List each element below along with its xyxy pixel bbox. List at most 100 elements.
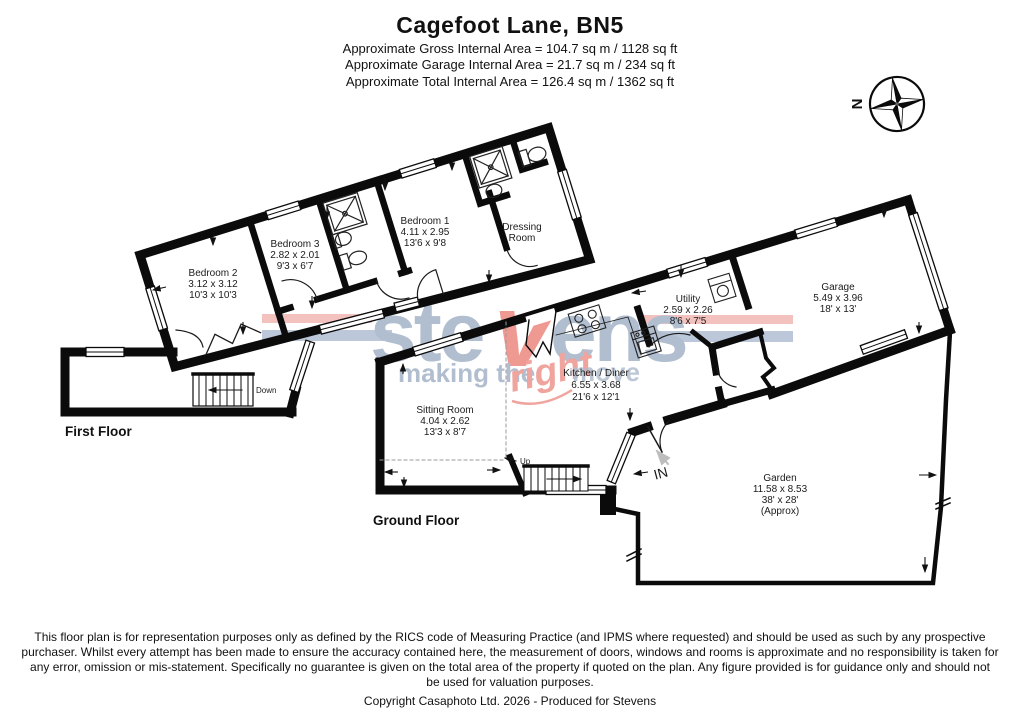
toilet-icon <box>338 250 368 271</box>
room-label-bedroom1: Bedroom 1 4.11 x 2.95 13'6 x 9'8 <box>401 216 450 249</box>
ground-floor-title: Ground Floor <box>373 513 460 528</box>
svg-text:Garden: Garden <box>763 473 796 484</box>
room-label-utility: Utility 2.59 x 2.26 8'6 x 7'5 <box>663 294 713 327</box>
ground-floor-labels: Sitting Room 4.04 x 2.62 13'3 x 8'7 Kitc… <box>416 282 863 517</box>
entrance-in-label: IN <box>652 464 670 483</box>
watermark-tagline-making: making the <box>398 358 535 388</box>
entrance-in-arrow <box>655 449 671 466</box>
compass-north-label: N <box>849 99 866 110</box>
room-label-sitting-room: Sitting Room 4.04 x 2.62 13'3 x 8'7 <box>416 405 473 438</box>
svg-text:3.12 x 3.12: 3.12 x 3.12 <box>188 279 238 290</box>
svg-text:8'6 x 7'5: 8'6 x 7'5 <box>670 316 707 327</box>
room-divider-dashed <box>379 321 507 461</box>
kitchen-fixtures <box>555 304 662 359</box>
room-label-garden: Garden 11.58 x 8.53 38' x 28' (Approx) <box>753 473 808 517</box>
garage-area-line: Approximate Garage Internal Area = 21.7 … <box>345 57 675 73</box>
svg-text:4.04 x 2.62: 4.04 x 2.62 <box>420 416 470 427</box>
svg-text:13'6 x 9'8: 13'6 x 9'8 <box>404 238 447 249</box>
first-floor-windows <box>145 158 582 335</box>
first-floor-door-arcs <box>281 248 538 304</box>
compass-rose: N <box>849 75 926 133</box>
watermark-bar-pink-right <box>640 315 793 324</box>
kitchen-folding-door <box>525 307 558 359</box>
bedroom2-door-arc <box>175 329 204 348</box>
svg-text:Bedroom 2: Bedroom 2 <box>189 268 238 279</box>
svg-text:6.55 x 3.68: 6.55 x 3.68 <box>571 380 621 391</box>
first-floor-title: First Floor <box>65 424 132 439</box>
gross-area-line: Approximate Gross Internal Area = 104.7 … <box>342 40 678 56</box>
lobby-door-arc <box>648 332 691 348</box>
svg-text:21'6 x 12'1: 21'6 x 12'1 <box>572 392 620 403</box>
first-floor-plan: Down Bedroom 2 3.12 x 3.12 10'3 x 10'3 B… <box>60 122 596 439</box>
watermark-bar-blue-left <box>262 330 392 341</box>
svg-text:Garage: Garage <box>821 282 855 293</box>
svg-text:Bedroom 3: Bedroom 3 <box>271 239 320 250</box>
svg-text:4.11 x 2.95: 4.11 x 2.95 <box>401 227 450 238</box>
room-label-bedroom3: Bedroom 3 2.82 x 2.01 9'3 x 6'7 <box>270 239 320 272</box>
copyright-line: Copyright Casaphoto Ltd. 2026 - Produced… <box>363 694 657 708</box>
sink-icon <box>330 231 352 250</box>
svg-text:9'3 x 6'7: 9'3 x 6'7 <box>277 261 314 272</box>
svg-text:Bedroom 1: Bedroom 1 <box>401 216 450 227</box>
garden-boundary <box>607 329 953 586</box>
svg-text:10'3 x 10'3: 10'3 x 10'3 <box>189 290 237 301</box>
shower-icon <box>468 145 513 189</box>
room-label-dressing-room: Dressing Room <box>502 222 541 244</box>
compass-star-icon <box>871 78 923 130</box>
stairs-up <box>503 453 590 497</box>
svg-text:2.59 x 2.26: 2.59 x 2.26 <box>663 305 713 316</box>
floor-fills <box>65 125 950 490</box>
landing-window <box>288 339 316 394</box>
watermark-bar-blue-right <box>640 331 793 342</box>
svg-text:38' x 28': 38' x 28' <box>762 495 799 506</box>
page-title: Cagefoot Lane, BN5 <box>396 12 624 38</box>
ground-floor-windows <box>411 211 949 496</box>
stove-icon <box>567 304 607 338</box>
room-label-garage: Garage 5.49 x 3.96 18' x 13' <box>813 282 863 315</box>
first-floor-landing: Down <box>60 329 316 419</box>
watermark-right-underline <box>511 388 573 406</box>
disclaimer-line: purchaser. Whilst every attempt has been… <box>21 645 999 659</box>
porch-walls <box>689 327 777 409</box>
svg-text:13'3 x 8'7: 13'3 x 8'7 <box>424 427 467 438</box>
svg-text:11.58 x 8.53: 11.58 x 8.53 <box>753 484 808 495</box>
svg-text:Room: Room <box>509 233 536 244</box>
survey-arrows <box>151 158 938 574</box>
stairs-down <box>191 372 255 407</box>
svg-text:2.82 x 2.01: 2.82 x 2.01 <box>270 250 320 261</box>
ensuite-fixtures <box>468 145 547 199</box>
svg-text:5.49 x 3.96: 5.49 x 3.96 <box>813 293 863 304</box>
sink-icon <box>485 183 503 199</box>
wardrobe-zigzag <box>205 323 262 355</box>
entrance-door <box>646 420 670 454</box>
header: Cagefoot Lane, BN5 Approximate Gross Int… <box>0 12 1020 89</box>
compass-circle <box>868 75 926 133</box>
disclaimer-line: any error, omission or mis-statement. Sp… <box>30 660 990 674</box>
svg-text:Sitting Room: Sitting Room <box>416 405 473 416</box>
first-floor-labels: Bedroom 2 3.12 x 3.12 10'3 x 10'3 Bedroo… <box>188 216 541 301</box>
footer: This floor plan is for representation pu… <box>0 630 1020 708</box>
stairs-down-label: Down <box>256 386 276 395</box>
room-label-bedroom2: Bedroom 2 3.12 x 3.12 10'3 x 10'3 <box>188 268 238 301</box>
disclaimer-line: This floor plan is for representation pu… <box>34 630 986 644</box>
stairs-up-label: Up <box>520 457 531 466</box>
dishwasher-icon <box>630 325 662 359</box>
toilet-icon <box>517 146 547 168</box>
ground-floor-plan: IN <box>373 194 956 586</box>
room-label-kitchen-diner: Kitchen / Diner 6.55 x 3.68 21'6 x 12'1 <box>563 368 629 403</box>
washing-machine-icon <box>707 272 737 304</box>
landing-top-window <box>85 346 125 358</box>
svg-text:(Approx): (Approx) <box>761 506 799 517</box>
watermark-bar-pink-left <box>262 314 372 323</box>
ground-floor-partitions <box>633 254 753 348</box>
disclaimer-line: be used for valuation purposes. <box>426 675 594 689</box>
watermark-tagline-move: move <box>572 357 640 387</box>
svg-text:Kitchen / Diner: Kitchen / Diner <box>563 368 629 379</box>
watermark-word-v: v <box>494 273 557 389</box>
total-area-line: Approximate Total Internal Area = 126.4 … <box>345 73 675 89</box>
svg-text:Dressing: Dressing <box>502 222 541 233</box>
garden-fence-hashes <box>625 497 951 563</box>
svg-text:Utility: Utility <box>676 294 700 305</box>
